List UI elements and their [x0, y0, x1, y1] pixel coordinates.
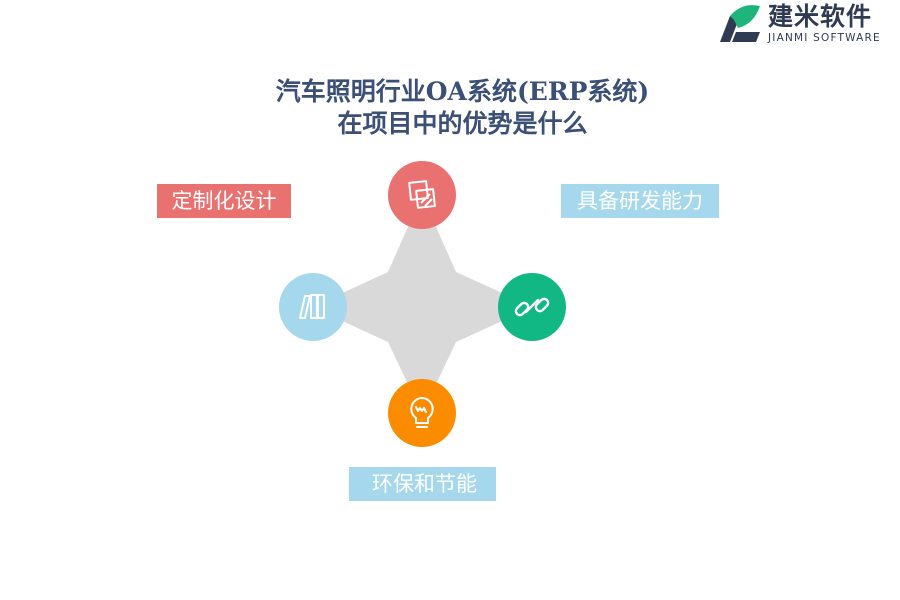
- lightbulb-icon: [410, 397, 434, 428]
- pages-icon: [408, 180, 436, 209]
- node-bottom-circle: [388, 379, 456, 447]
- books-icon: [299, 294, 325, 319]
- jianmi-logo-icon: [720, 5, 760, 42]
- node-bottom: [388, 379, 456, 447]
- brand-subtitle: JIANMI SOFTWARE: [768, 32, 881, 44]
- title-line-1: 汽车照明行业OA系统(ERP系统): [275, 77, 650, 106]
- node-top: [388, 161, 456, 229]
- link-icon: [514, 297, 550, 317]
- label-rd-capability: 具备研发能力: [561, 184, 719, 218]
- title-line-2: 在项目中的优势是什么: [337, 109, 588, 138]
- page-title: 汽车照明行业OA系统(ERP系统) 在项目中的优势是什么: [0, 76, 900, 140]
- brand-logo: 建米软件 JIANMI SOFTWARE: [714, 2, 894, 46]
- brand-name: 建米软件: [768, 2, 873, 31]
- node-right: [498, 273, 566, 341]
- label-eco-energy: 环保和节能: [349, 467, 496, 501]
- node-left-circle: [279, 273, 347, 341]
- label-custom-design: 定制化设计: [157, 184, 291, 218]
- node-top-circle: [388, 161, 456, 229]
- four-point-star: [312, 195, 533, 414]
- node-left: [279, 273, 347, 341]
